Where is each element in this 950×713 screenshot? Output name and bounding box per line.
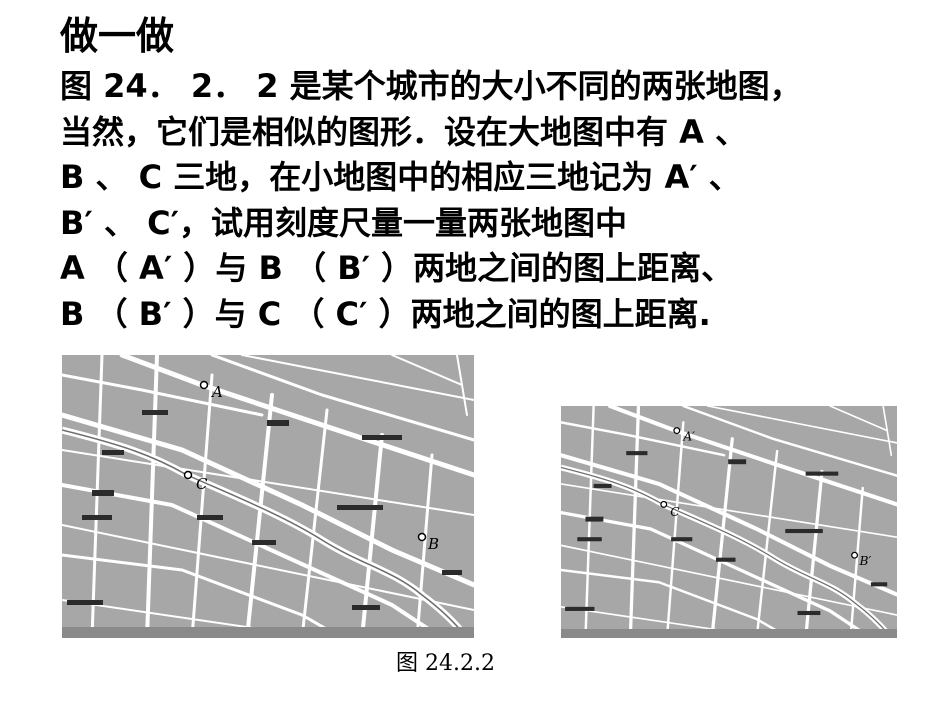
problem-line-4: B′ 、 C′，试用刻度尺量一量两张地图中 [60, 203, 628, 242]
large-map-point-b [417, 532, 427, 542]
problem-line-2: 当然，它们是相似的图形．设在大地图中有 A 、 [60, 112, 748, 151]
small-map-point-c [660, 500, 668, 508]
large-map-label-b: B [427, 535, 439, 553]
small-city-map: A′ C B′ [561, 406, 897, 638]
small-map-point-b [851, 551, 859, 559]
problem-line-6: B （ B′ ）与 C （ C′ ）两地之间的图上距离. [60, 294, 711, 333]
large-map-point-c [183, 470, 193, 480]
large-city-map: A C B [62, 355, 474, 638]
small-map-label-c: C [670, 505, 680, 519]
large-map-label-a: A [210, 383, 223, 401]
large-map-label-c: C [196, 475, 208, 493]
problem-line-1: 图 24． 2． 2 是某个城市的大小不同的两张地图， [60, 67, 802, 105]
small-map-label-a: A′ [682, 429, 695, 443]
problem-line-5: A （ A′ ）与 B （ B′ ）两地之间的图上距离、 [60, 249, 734, 287]
figure-caption: 图 24.2.2 [396, 651, 495, 676]
small-map-graphic: A′ C B′ [561, 406, 897, 638]
problem-line-3: B 、 C 三地，在小地图中的相应三地记为 A′ 、 [60, 158, 741, 196]
small-map-point-a [673, 427, 681, 435]
small-map-label-b: B′ [858, 554, 871, 568]
large-map-point-a [199, 380, 209, 390]
large-map-graphic: A C B [62, 355, 474, 638]
problem-text: 图 24． 2． 2 是某个城市的大小不同的两张地图， 当然，它们是相似的图形．… [60, 64, 940, 337]
slide-heading: 做一做 [60, 14, 175, 58]
